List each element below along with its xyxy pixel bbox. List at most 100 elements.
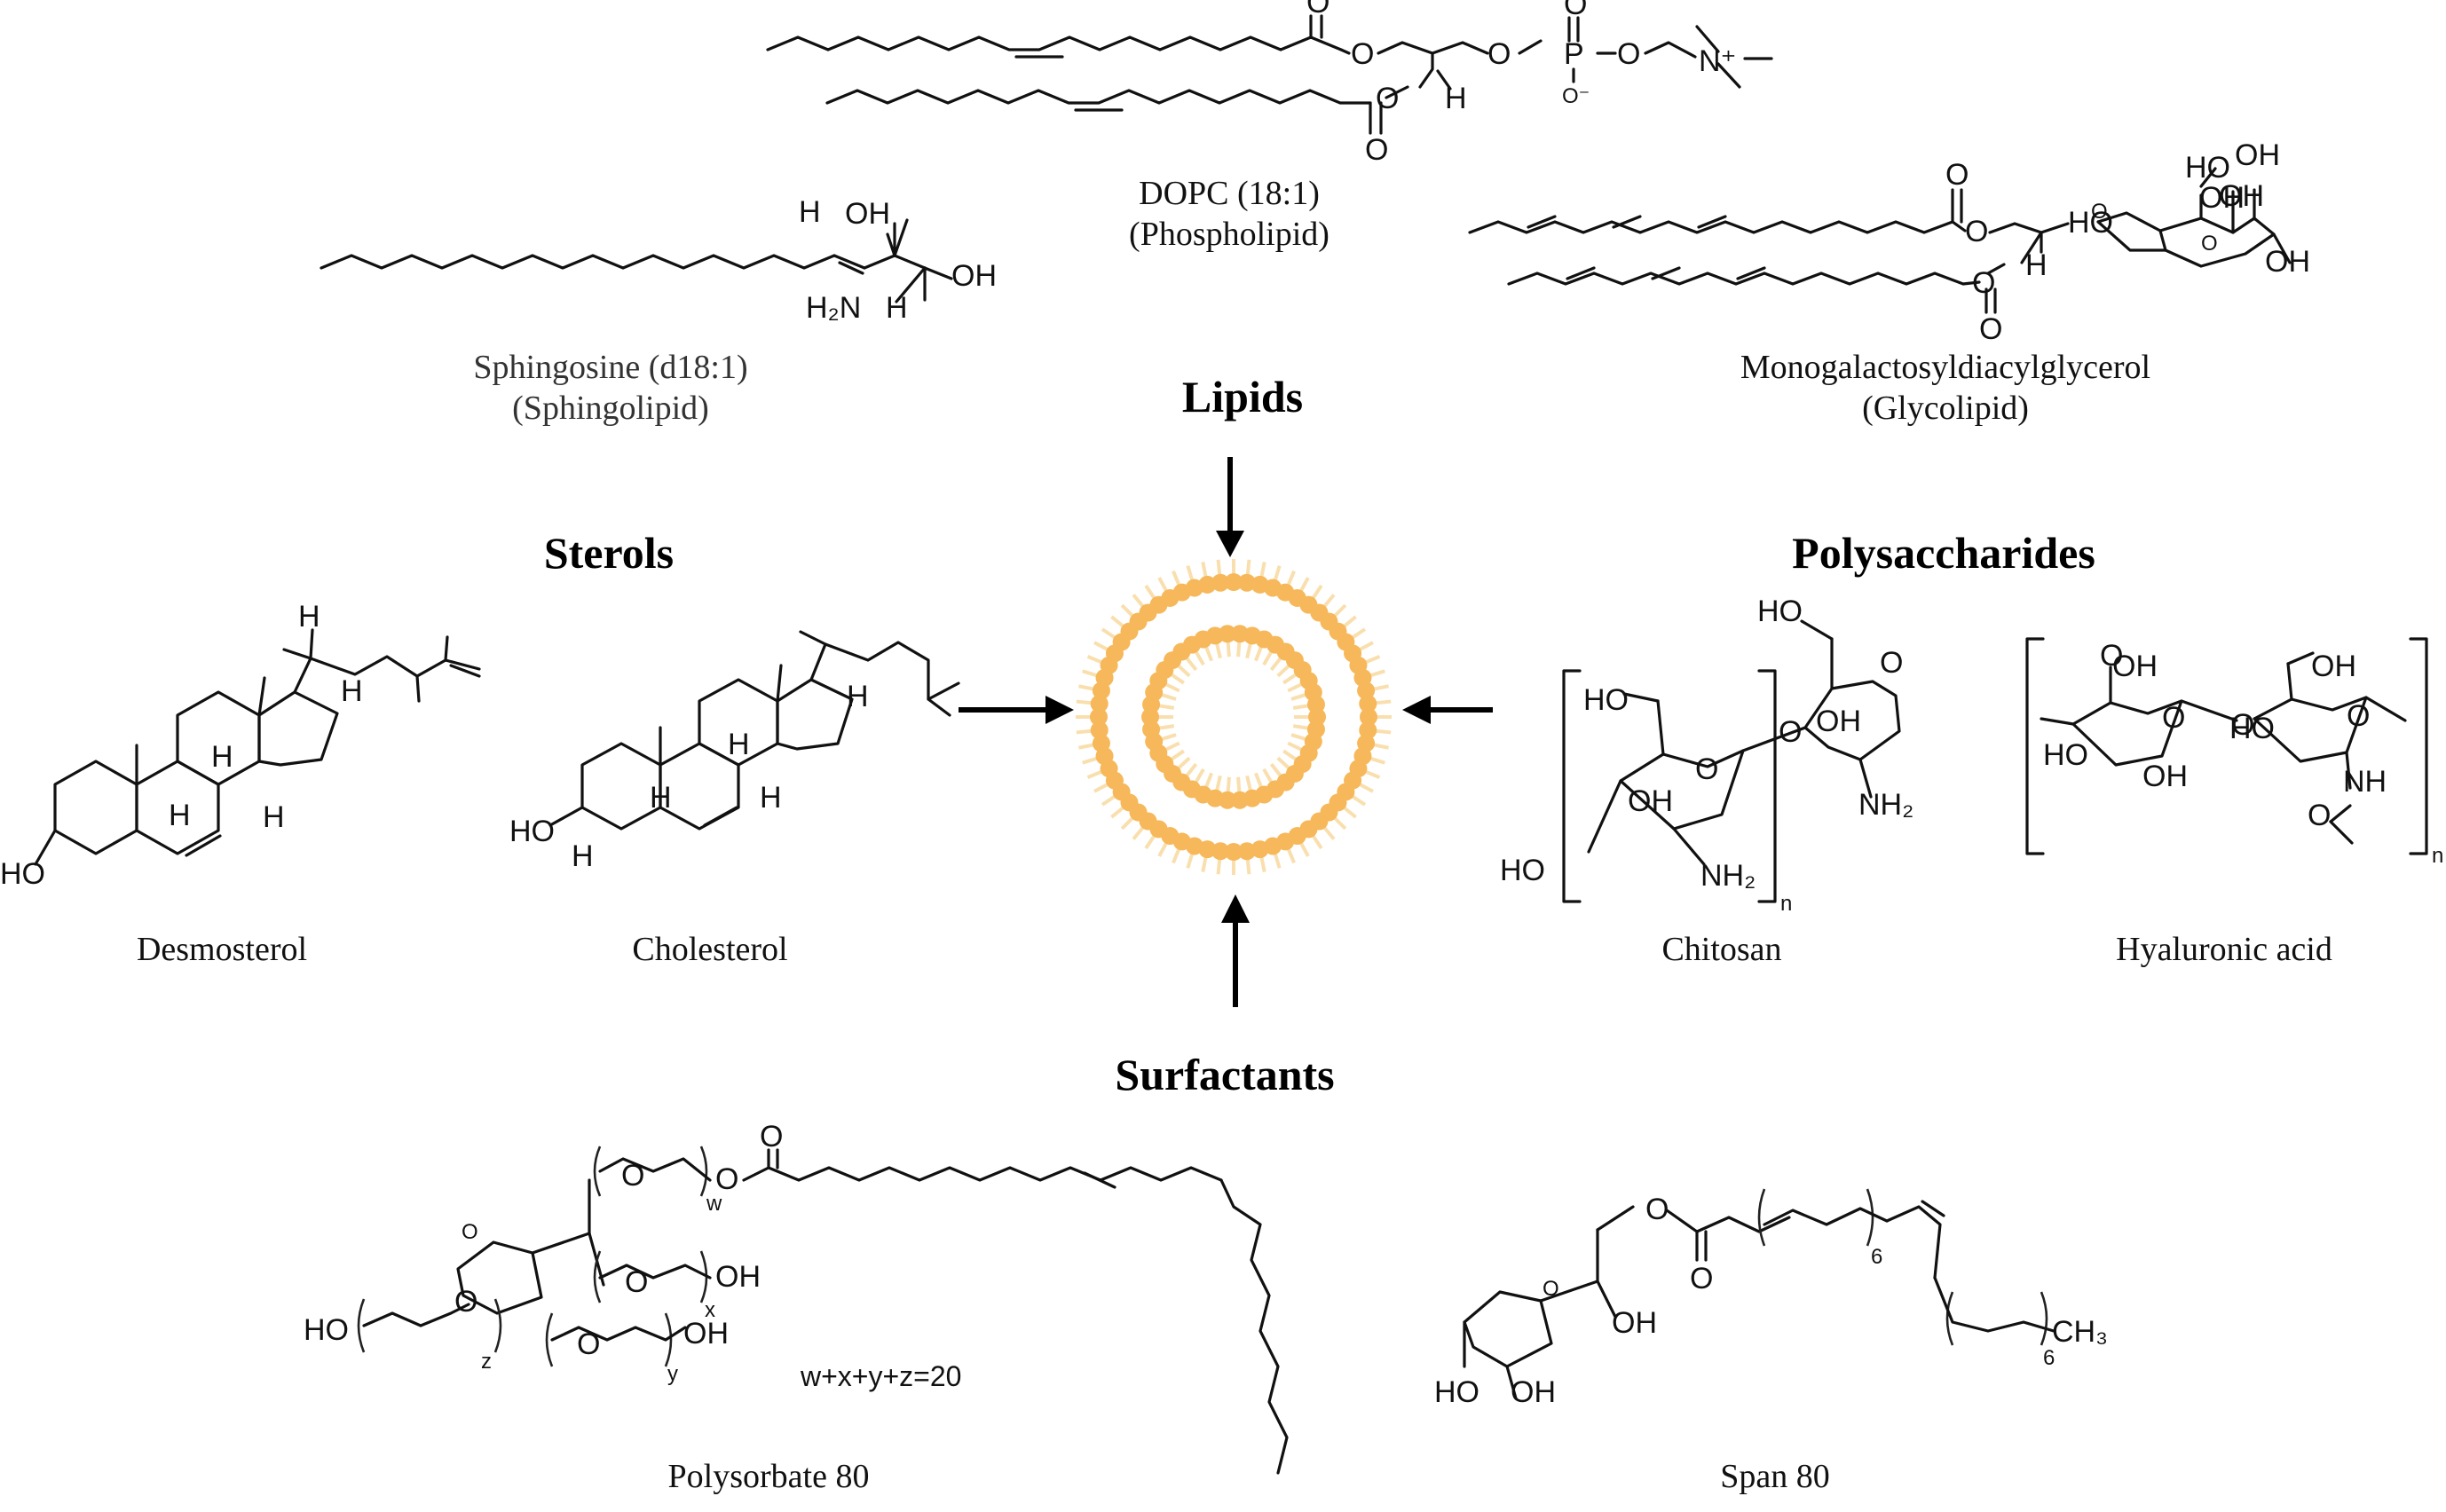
heading-sterols: Sterols xyxy=(544,528,674,578)
arrow-from-surfactants xyxy=(1221,894,1250,1007)
heading-polysaccharides: Polysaccharides xyxy=(1792,528,2095,578)
svg-text:OH: OH xyxy=(1612,1306,1657,1340)
svg-text:OH: OH xyxy=(2235,138,2280,172)
heading-surfactants: Surfactants xyxy=(1115,1050,1334,1099)
lipid-head xyxy=(1211,573,1230,592)
liposome-bilayer xyxy=(1076,559,1392,875)
dopc-label: DOPC (18:1) xyxy=(1139,175,1320,212)
cholesterol-label: Cholesterol xyxy=(632,931,787,968)
svg-text:H: H xyxy=(169,799,191,832)
svg-text:OH: OH xyxy=(951,259,997,293)
svg-text:O: O xyxy=(2091,200,2108,224)
svg-text:O: O xyxy=(1779,715,1802,749)
lipid-head xyxy=(1211,842,1230,861)
svg-text:z: z xyxy=(481,1350,492,1374)
polysorbate-equation: w+x+y+z=20 xyxy=(800,1360,961,1392)
mgdg-label: Monogalactosyldiacylglycerol xyxy=(1740,349,2150,386)
svg-text:H₂N: H₂N xyxy=(806,291,861,325)
lipid-head xyxy=(1237,573,1256,592)
svg-text:OH: OH xyxy=(2219,179,2264,213)
span-80-structure: O O O OH HO OH 6 6 CH₃ Span 80 xyxy=(1434,1188,2108,1495)
svg-text:H: H xyxy=(341,674,363,708)
svg-text:NH: NH xyxy=(2343,765,2387,799)
svg-text:H: H xyxy=(728,728,750,761)
svg-text:OH: OH xyxy=(2199,181,2245,215)
svg-text:H: H xyxy=(760,781,782,815)
svg-text:OH: OH xyxy=(2265,245,2310,279)
svg-text:O: O xyxy=(1695,752,1718,786)
svg-text:OH: OH xyxy=(2112,650,2158,683)
svg-text:O⁻: O⁻ xyxy=(1562,84,1590,108)
desmosterol-structure: H H H H H HO Desmosterol xyxy=(0,600,481,968)
lipid-head xyxy=(1090,695,1109,713)
svg-text:H: H xyxy=(298,600,320,634)
svg-text:HO: HO xyxy=(2068,206,2113,240)
svg-text:H: H xyxy=(847,680,869,713)
svg-text:OH: OH xyxy=(683,1317,729,1351)
lipid-head xyxy=(1359,695,1377,713)
svg-text:O: O xyxy=(454,1285,477,1319)
svg-text:CH₃: CH₃ xyxy=(2052,1315,2108,1349)
svg-text:HO: HO xyxy=(2185,151,2230,185)
hyaluronic-acid-structure: OH O O HO OH O HO OH O NH O n Hyaluronic… xyxy=(2025,637,2443,968)
svg-text:O: O xyxy=(1564,0,1587,21)
span-80-label: Span 80 xyxy=(1720,1458,1830,1495)
svg-text:n: n xyxy=(1780,892,1792,916)
svg-text:NH₂: NH₂ xyxy=(1858,788,1913,822)
mgdg-structure: O O HO H O O O HO OH OH OH OH O Monogala… xyxy=(1468,138,2310,427)
svg-text:N⁺: N⁺ xyxy=(1699,44,1737,78)
svg-text:H: H xyxy=(263,800,285,834)
svg-text:HO: HO xyxy=(1434,1375,1479,1409)
mgdg-class-label: (Glycolipid) xyxy=(1862,390,2029,427)
lipid-head xyxy=(1360,708,1377,726)
svg-text:O: O xyxy=(625,1265,648,1299)
lipid-head xyxy=(1306,695,1325,713)
svg-text:OH: OH xyxy=(845,197,890,231)
lipid-head xyxy=(1090,721,1109,739)
svg-text:H: H xyxy=(886,291,908,325)
svg-text:6: 6 xyxy=(2043,1346,2055,1370)
svg-text:OH: OH xyxy=(2142,760,2188,793)
svg-text:O: O xyxy=(462,1220,478,1244)
svg-text:H: H xyxy=(1445,82,1467,115)
svg-text:H: H xyxy=(2025,248,2048,282)
sphingosine-class-label: (Sphingolipid) xyxy=(512,390,709,427)
svg-text:O: O xyxy=(1306,0,1330,20)
svg-text:HO: HO xyxy=(2229,712,2275,745)
svg-text:O: O xyxy=(2162,701,2185,735)
svg-text:HO: HO xyxy=(1757,595,1803,628)
svg-text:O: O xyxy=(2100,639,2123,673)
svg-text:O: O xyxy=(1880,646,1903,680)
dopc-class-label: (Phospholipid) xyxy=(1129,216,1330,253)
sphingosine-structure: H OH OH H₂N H Sphingosine (d18:1) (Sphin… xyxy=(320,195,997,427)
svg-text:O: O xyxy=(2201,232,2218,256)
svg-text:O: O xyxy=(2231,708,2254,742)
polysorbate-80-label: Polysorbate 80 xyxy=(668,1458,870,1495)
svg-text:OH: OH xyxy=(1511,1375,1556,1409)
svg-text:O: O xyxy=(715,1162,738,1196)
svg-text:O: O xyxy=(1945,158,1969,192)
svg-text:x: x xyxy=(705,1298,715,1322)
svg-text:O: O xyxy=(577,1327,600,1361)
svg-text:H: H xyxy=(650,781,672,815)
lipid-head xyxy=(1090,708,1108,726)
chitosan-structure: HO O OH HO O OH O HO NH₂ NH₂ n Chitosan xyxy=(1500,595,1913,968)
lipid-head xyxy=(1225,573,1243,591)
svg-text:NH₂: NH₂ xyxy=(1700,859,1756,893)
lipid-head xyxy=(1218,625,1236,643)
svg-text:P: P xyxy=(1564,37,1584,71)
svg-text:n: n xyxy=(2432,844,2443,868)
svg-text:O: O xyxy=(760,1120,783,1154)
lipid-head xyxy=(1359,721,1377,739)
dopc-structure: O O O P O O⁻ O N⁺ H O O DOPC (18:1) (Pho… xyxy=(766,0,1773,253)
lipid-head xyxy=(1092,734,1110,752)
sphingosine-label: Sphingosine (d18:1) xyxy=(473,349,747,386)
svg-text:O: O xyxy=(1965,215,1988,248)
svg-text:O: O xyxy=(1979,312,2002,346)
svg-text:OH: OH xyxy=(1628,784,1673,818)
svg-text:O: O xyxy=(1617,37,1640,71)
hyaluronic-acid-label: Hyaluronic acid xyxy=(2116,931,2332,968)
svg-text:HO: HO xyxy=(1583,683,1629,717)
svg-text:O: O xyxy=(621,1159,644,1193)
